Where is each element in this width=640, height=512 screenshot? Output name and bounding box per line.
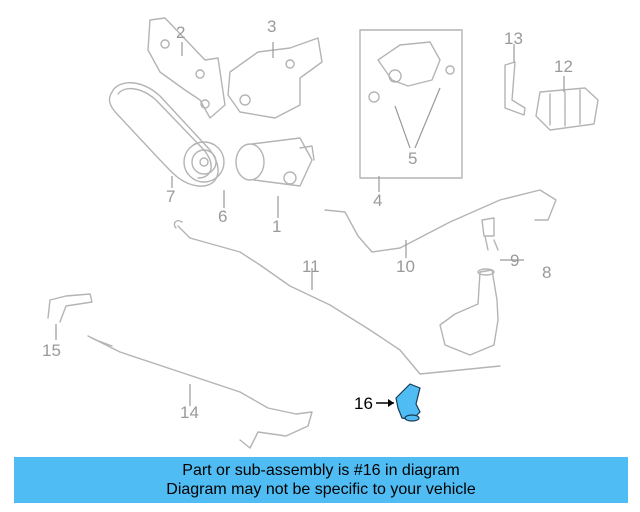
callout-13: 13	[504, 29, 523, 48]
pipe-part-14[interactable]	[91, 337, 313, 449]
pulley-part-6[interactable]	[183, 141, 225, 183]
belt-part-7[interactable]	[108, 82, 219, 187]
callout-10: 10	[396, 257, 415, 276]
pump-part-1[interactable]	[235, 137, 315, 187]
info-banner: Part or sub-assembly is #16 in diagram D…	[14, 457, 628, 503]
callout-6: 6	[218, 207, 228, 226]
callout-9: 9	[510, 251, 520, 270]
hose-part-11[interactable]	[177, 225, 501, 375]
highlighted-part-16[interactable]	[376, 383, 421, 422]
callout-5: 5	[408, 149, 418, 168]
callout-8: 8	[542, 263, 552, 282]
callout-15: 15	[42, 341, 61, 360]
parts-diagram	[47, 17, 599, 449]
bracket-part-13[interactable]	[504, 61, 526, 116]
reservoir-part-12[interactable]	[535, 87, 599, 131]
callout-7: 7	[166, 187, 176, 206]
reservoir-part-8[interactable]	[439, 217, 499, 356]
callout-11: 11	[302, 257, 320, 276]
bracket-part-3[interactable]	[227, 37, 323, 119]
callout-14: 14	[180, 403, 199, 422]
callout-16: 16	[354, 394, 373, 413]
hose-part-10[interactable]	[324, 189, 557, 253]
callout-4: 4	[373, 191, 383, 210]
banner-line-1: Part or sub-assembly is #16 in diagram	[182, 462, 460, 479]
callout-3: 3	[267, 17, 277, 36]
inset-frame-4	[359, 29, 463, 179]
banner-line-2: Diagram may not be specific to your vehi…	[166, 481, 476, 498]
hose-part-15[interactable]	[47, 293, 93, 323]
callout-12: 12	[554, 57, 573, 76]
callout-1: 1	[272, 217, 282, 236]
bracket-part-2[interactable]	[147, 17, 226, 119]
callout-2: 2	[176, 23, 186, 42]
